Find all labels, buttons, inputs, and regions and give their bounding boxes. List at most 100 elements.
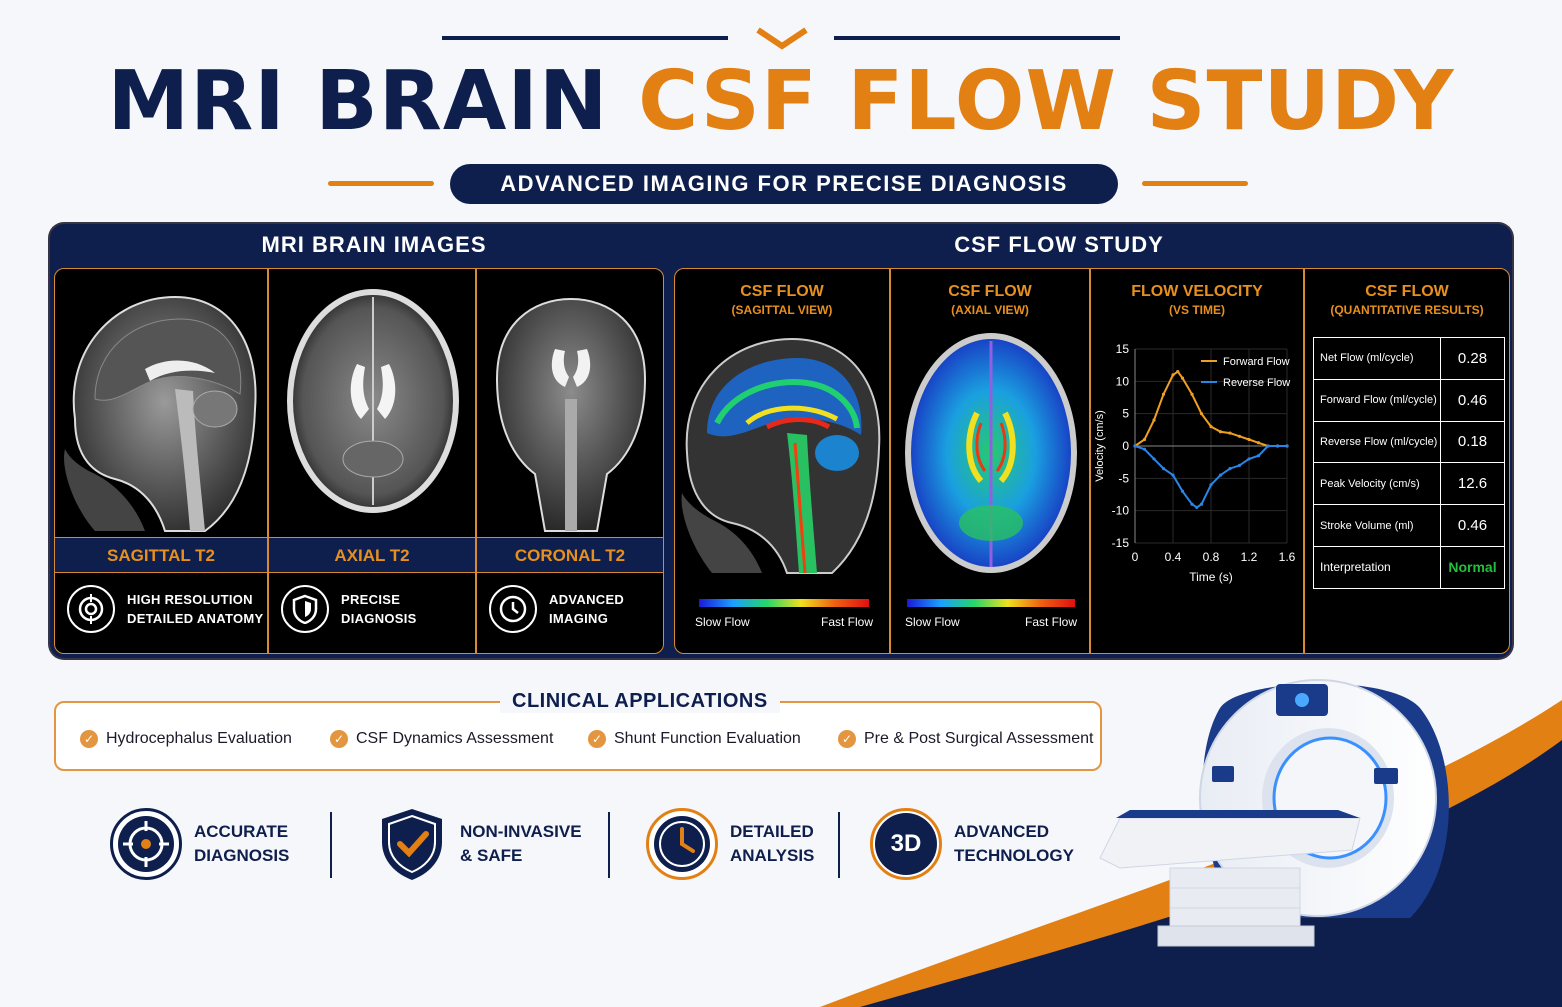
data-point	[1275, 444, 1280, 448]
data-point	[1237, 463, 1242, 467]
coronal-feature-line2: IMAGING	[549, 611, 609, 626]
data-point	[1209, 425, 1213, 429]
x-axis-label: Time (s)	[1189, 570, 1233, 584]
subtitle: ADVANCED IMAGING FOR PRECISE DIAGNOSIS	[450, 164, 1118, 204]
coronal-label: CORONAL T2	[477, 537, 663, 573]
csf-axial-fast-label: Fast Flow	[1025, 615, 1078, 629]
mri-scanner-illustration	[1099, 679, 1449, 947]
title-part-2: CSF FLOW STUDY	[638, 54, 1455, 149]
application-label: CSF Dynamics Assessment	[356, 730, 554, 747]
quantitative-cell: CSF FLOW (QUANTITATIVE RESULTS) Net Flow…	[1304, 268, 1510, 654]
data-point	[1190, 392, 1194, 396]
x-tick-label: 0	[1132, 550, 1139, 564]
benefit-line1: NON-INVASIVE	[460, 822, 582, 841]
csf-sagittal-color-scale	[699, 599, 869, 607]
divider	[330, 812, 332, 878]
data-point	[1256, 441, 1261, 445]
check-icon: ✓	[330, 730, 348, 748]
result-value: 0.28	[1440, 337, 1505, 380]
3d-icon: 3D	[870, 808, 942, 880]
result-label: Reverse Flow (ml/cycle)	[1313, 420, 1441, 464]
header-rule-right	[834, 36, 1120, 40]
benefit-line2: ANALYSIS	[730, 846, 815, 865]
axial-feature-line2: DIAGNOSIS	[341, 611, 417, 626]
data-point	[1161, 467, 1166, 471]
data-point	[1190, 502, 1194, 506]
list-item: ✓Pre & Post Surgical Assessment	[838, 730, 1093, 748]
data-point	[1133, 444, 1137, 448]
application-label: Shunt Function Evaluation	[614, 730, 801, 747]
data-point	[1142, 437, 1147, 442]
header-rule-left	[442, 36, 728, 40]
result-label: Forward Flow (ml/cycle)	[1313, 378, 1441, 422]
csf-axial-cell: CSF FLOW (AXIAL VIEW) Slow Flow Fast Flo…	[890, 268, 1090, 654]
application-label: Pre & Post Surgical Assessment	[864, 730, 1094, 747]
clinical-applications-box	[54, 701, 1102, 771]
data-point	[1180, 489, 1185, 493]
csf-sagittal-fast-label: Fast Flow	[821, 615, 874, 629]
csf-sagittal-slow-label: Slow Flow	[695, 615, 750, 629]
benefit-line1: DETAILED	[730, 822, 814, 841]
data-point	[1266, 444, 1270, 448]
y-tick-label: -10	[1112, 504, 1130, 518]
benefit-line2: DIAGNOSIS	[194, 846, 290, 865]
data-point	[1199, 412, 1204, 416]
y-tick-label: -15	[1112, 536, 1130, 550]
subtitle-rule-left	[328, 181, 434, 186]
data-point	[1152, 457, 1156, 461]
result-value: 0.18	[1440, 420, 1505, 464]
csf-sagittal-cell: CSF FLOW (SAGITTAL VIEW) Slow Flow Fast …	[674, 268, 890, 654]
target-icon	[67, 585, 115, 633]
velocity-chart-title: FLOW VELOCITY	[1131, 283, 1263, 300]
y-tick-label: -5	[1118, 471, 1129, 485]
result-label: Peak Velocity (cm/s)	[1313, 462, 1441, 506]
table-row: Net Flow (ml/cycle)0.28	[1313, 337, 1505, 380]
data-point	[1247, 457, 1251, 461]
data-point	[1247, 437, 1251, 442]
data-point	[1285, 444, 1289, 448]
mri-coronal-cell: CORONAL T2 ADVANCED IMAGING	[476, 268, 664, 654]
list-item: ✓ CSF Dynamics Assessment	[330, 730, 553, 748]
data-point	[1195, 505, 1199, 510]
data-point	[1228, 431, 1232, 435]
clock-icon	[489, 585, 537, 633]
title-part-1: MRI BRAIN	[107, 54, 609, 149]
data-point	[1237, 434, 1242, 438]
x-tick-label: 0.4	[1165, 550, 1182, 564]
axial-feature-line1: PRECISE	[341, 592, 401, 607]
quantitative-table: Net Flow (ml/cycle)0.28 Forward Flow (ml…	[1313, 337, 1505, 589]
velocity-chart-subtitle: (VS TIME)	[1169, 303, 1225, 317]
data-point	[1161, 392, 1166, 396]
data-point	[1209, 483, 1213, 487]
shield-check-icon	[376, 808, 448, 880]
table-row: Forward Flow (ml/cycle)0.46	[1313, 378, 1505, 422]
application-label: Hydrocephalus Evaluation	[106, 730, 292, 747]
result-value: 0.46	[1440, 504, 1505, 547]
axial-feature: PRECISE DIAGNOSIS	[269, 585, 475, 633]
quantitative-subtitle: (QUANTITATIVE RESULTS)	[1330, 303, 1484, 317]
csf-flow-heading: CSF FLOW STUDY	[954, 232, 1164, 257]
table-row: Stroke Volume (ml)0.46	[1313, 504, 1505, 547]
data-point	[1199, 502, 1204, 506]
shield-icon	[281, 585, 329, 633]
legend-entry: Reverse Flow	[1223, 377, 1290, 389]
list-item: ✓Shunt Function Evaluation	[588, 730, 801, 748]
benefit-line1: ADVANCED	[954, 822, 1050, 841]
divider	[608, 812, 610, 878]
subtitle-rule-right	[1142, 181, 1248, 186]
y-tick-label: 5	[1122, 407, 1129, 421]
y-tick-label: 10	[1116, 374, 1130, 388]
y-tick-label: 15	[1116, 342, 1130, 356]
sagittal-brain-image	[64, 295, 257, 532]
mri-images-heading: MRI BRAIN IMAGES	[261, 232, 487, 257]
sagittal-label: SAGITTAL T2	[55, 537, 267, 573]
data-point	[1218, 430, 1223, 434]
data-point	[1218, 473, 1223, 477]
coronal-feature-line1: ADVANCED	[549, 592, 625, 607]
